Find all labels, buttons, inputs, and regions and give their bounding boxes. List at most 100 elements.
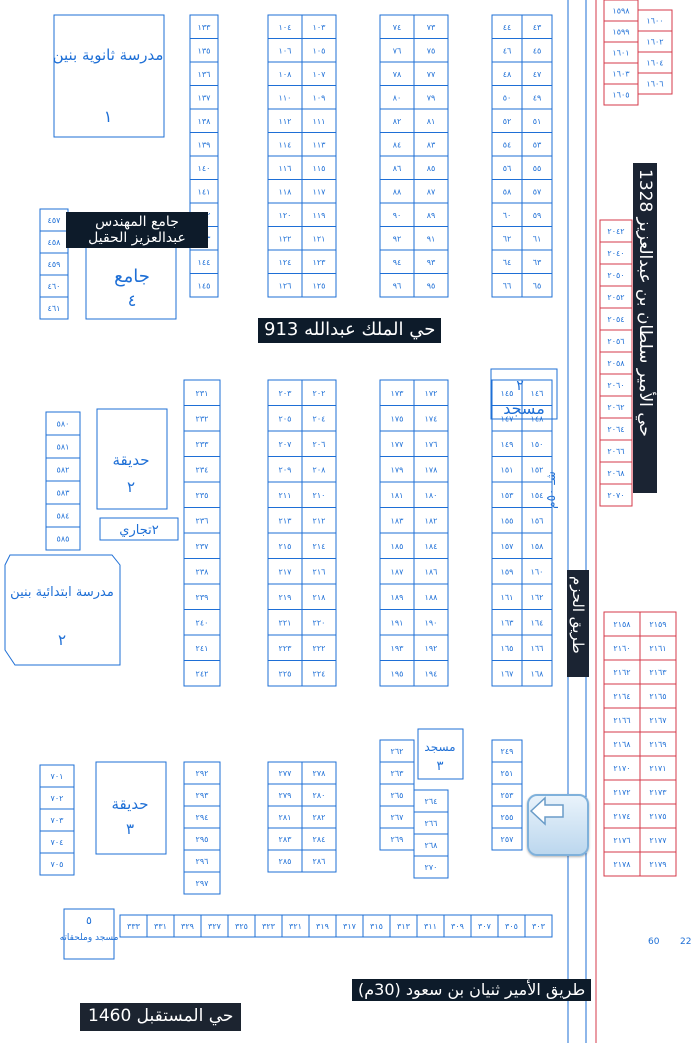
parcel: ١٣٩ (189, 132, 219, 157)
parcel: ٢١٦٩ (639, 731, 677, 757)
parcel: ١٠٦ (267, 38, 303, 63)
parcel-number: ١٢٤ (279, 258, 292, 267)
parcel: ٢٥١ (491, 761, 523, 785)
mosque3-label: مسجد (424, 740, 455, 754)
parcel-number: ٥٨٥ (57, 535, 70, 544)
parcel-number: ١٩٣ (391, 644, 405, 653)
parcel-number: ١٠٦ (279, 46, 292, 55)
parcel: ١٤٤ (189, 249, 219, 274)
parcel-number: ٢٨٦ (313, 857, 326, 866)
parcel: ٦٥ (521, 273, 553, 298)
parcel-number: ٢٦٨ (425, 841, 439, 850)
parcel-number: ٢٢٠ (313, 618, 326, 627)
parcel-outline (521, 660, 553, 687)
parcel: ٢٨٦ (301, 849, 337, 873)
parcel-number: ٧٠١ (51, 772, 64, 781)
mosque5-number: ٥ (86, 914, 92, 927)
parcel: ٢١٧١ (639, 755, 677, 781)
parcel-number: ٤٥٧ (48, 216, 62, 225)
parcel: ٢٨١ (267, 805, 303, 829)
parcel: ١٥٩٨ (603, 0, 639, 22)
parcel: ٩١ (413, 226, 449, 251)
parcel: ٧٩ (413, 85, 449, 110)
parcel: ١٣٦ (189, 61, 219, 86)
parcel: ٢١٧٠ (603, 755, 641, 781)
parcel: ٢٩٥ (183, 827, 221, 851)
parcel-outline (301, 660, 337, 687)
parcel: ١٢٥ (301, 273, 337, 298)
parcel-number: ٣١١ (424, 922, 437, 931)
hazm-road-label: طريق الحزم (567, 570, 589, 677)
parcel-number: ٢٣٤ (196, 465, 209, 474)
parcel-number: ١٩٥ (391, 669, 404, 678)
parcel-number: ١٦٣ (501, 618, 515, 627)
parcel: ٢١٧٤ (603, 803, 641, 829)
parcel-number: ١٠٧ (313, 70, 327, 79)
parcel: ٤٦ (491, 38, 523, 63)
parcel: ١٢٣ (301, 249, 337, 274)
parcel: ١٨٠ (413, 481, 449, 508)
parcel-number: ٧٣ (427, 23, 436, 32)
parcel: ٣٣١ (146, 914, 175, 938)
parcel: ١١٣ (301, 132, 337, 157)
parcel: ١١٨ (267, 179, 303, 204)
parcel: ١٦٠٠ (637, 9, 673, 32)
parcel-number: ١٣٦ (198, 70, 211, 79)
parcel: ١٨١ (379, 481, 415, 508)
parcel: ٢٩٧ (183, 871, 221, 895)
parcel: ٢٠٦ (301, 430, 337, 457)
parcel-number: ٢٠٦٦ (607, 447, 624, 456)
parcel-number: ١٤١ (198, 187, 211, 196)
parcel: ٢٤١ (183, 634, 221, 661)
parcel: ٩٥ (413, 273, 449, 298)
parcel: ٨٦ (379, 155, 415, 180)
parcel-number: ١٧٣ (391, 389, 405, 398)
parcel-number: ١٨٣ (391, 516, 405, 525)
parcel-number: ٢٠٥٢ (607, 293, 624, 302)
parcel-number: ١٣٨ (198, 117, 212, 126)
parcel: ١٧٨ (413, 456, 449, 483)
parcel: ١٦٨ (521, 660, 553, 687)
parcel-number: ٢٠٣ (279, 389, 293, 398)
back-arrow-button[interactable] (527, 794, 589, 856)
parcel-number: ١٦٧ (501, 669, 515, 678)
parcel: ٢٠٥ (267, 405, 303, 432)
parcel-number: ٢٣٧ (196, 542, 210, 551)
parcel: ٦٠ (491, 202, 523, 227)
parcel-number: ٥٨٣ (57, 489, 71, 498)
parcel-number: ٦٢ (503, 234, 512, 243)
parcel-number: ٢٠٧٠ (607, 491, 624, 500)
parcel-number: ٣١٩ (316, 922, 329, 931)
parcel: ١٤٥ (189, 273, 219, 298)
parcel: ٢١٢ (301, 507, 337, 534)
parcel-number: ٢١٦٣ (649, 668, 667, 677)
parcel-number: ١٦٠٤ (646, 59, 663, 68)
parcel: ٢١٦ (301, 558, 337, 585)
parcel-number: ٢١٤ (313, 542, 326, 551)
parcel-number: ٢١٦١ (649, 644, 666, 653)
parcel: ١٥٩ (491, 558, 523, 585)
parcel-number: ١٨٨ (425, 593, 439, 602)
parcel-number: ١٧٤ (425, 414, 438, 423)
parcel: ٢٢٣ (267, 634, 303, 661)
parcel: ١٦٢ (521, 583, 553, 610)
parcel-number: ١٣٣ (198, 23, 212, 32)
parcel-number: ١٤٨ (531, 414, 545, 423)
parcel-number: ٢٣٥ (196, 491, 209, 500)
parcel: ١٦٣ (491, 609, 523, 636)
parcel: ٢٣٥ (183, 481, 221, 508)
parcel: ٢٣٦ (183, 507, 221, 534)
parcel: ٢٦٤ (413, 789, 449, 813)
parcel: ٢٠٩ (267, 456, 303, 483)
parcel: ٢١٦٤ (603, 683, 641, 709)
parcel: ٢٦٢ (379, 739, 415, 763)
parcel: ٦٤ (491, 249, 523, 274)
parcel-number: ١١٣ (313, 140, 327, 149)
parcel-number: ٢٣٢ (196, 414, 209, 423)
parcel: ٧٠٥ (39, 852, 75, 876)
parcel-number: ١٥٤ (531, 491, 544, 500)
parcel-number: ١٤٥ (501, 389, 514, 398)
parcel: ٣٢٩ (173, 914, 202, 938)
parcel: ٢٦٧ (379, 805, 415, 829)
